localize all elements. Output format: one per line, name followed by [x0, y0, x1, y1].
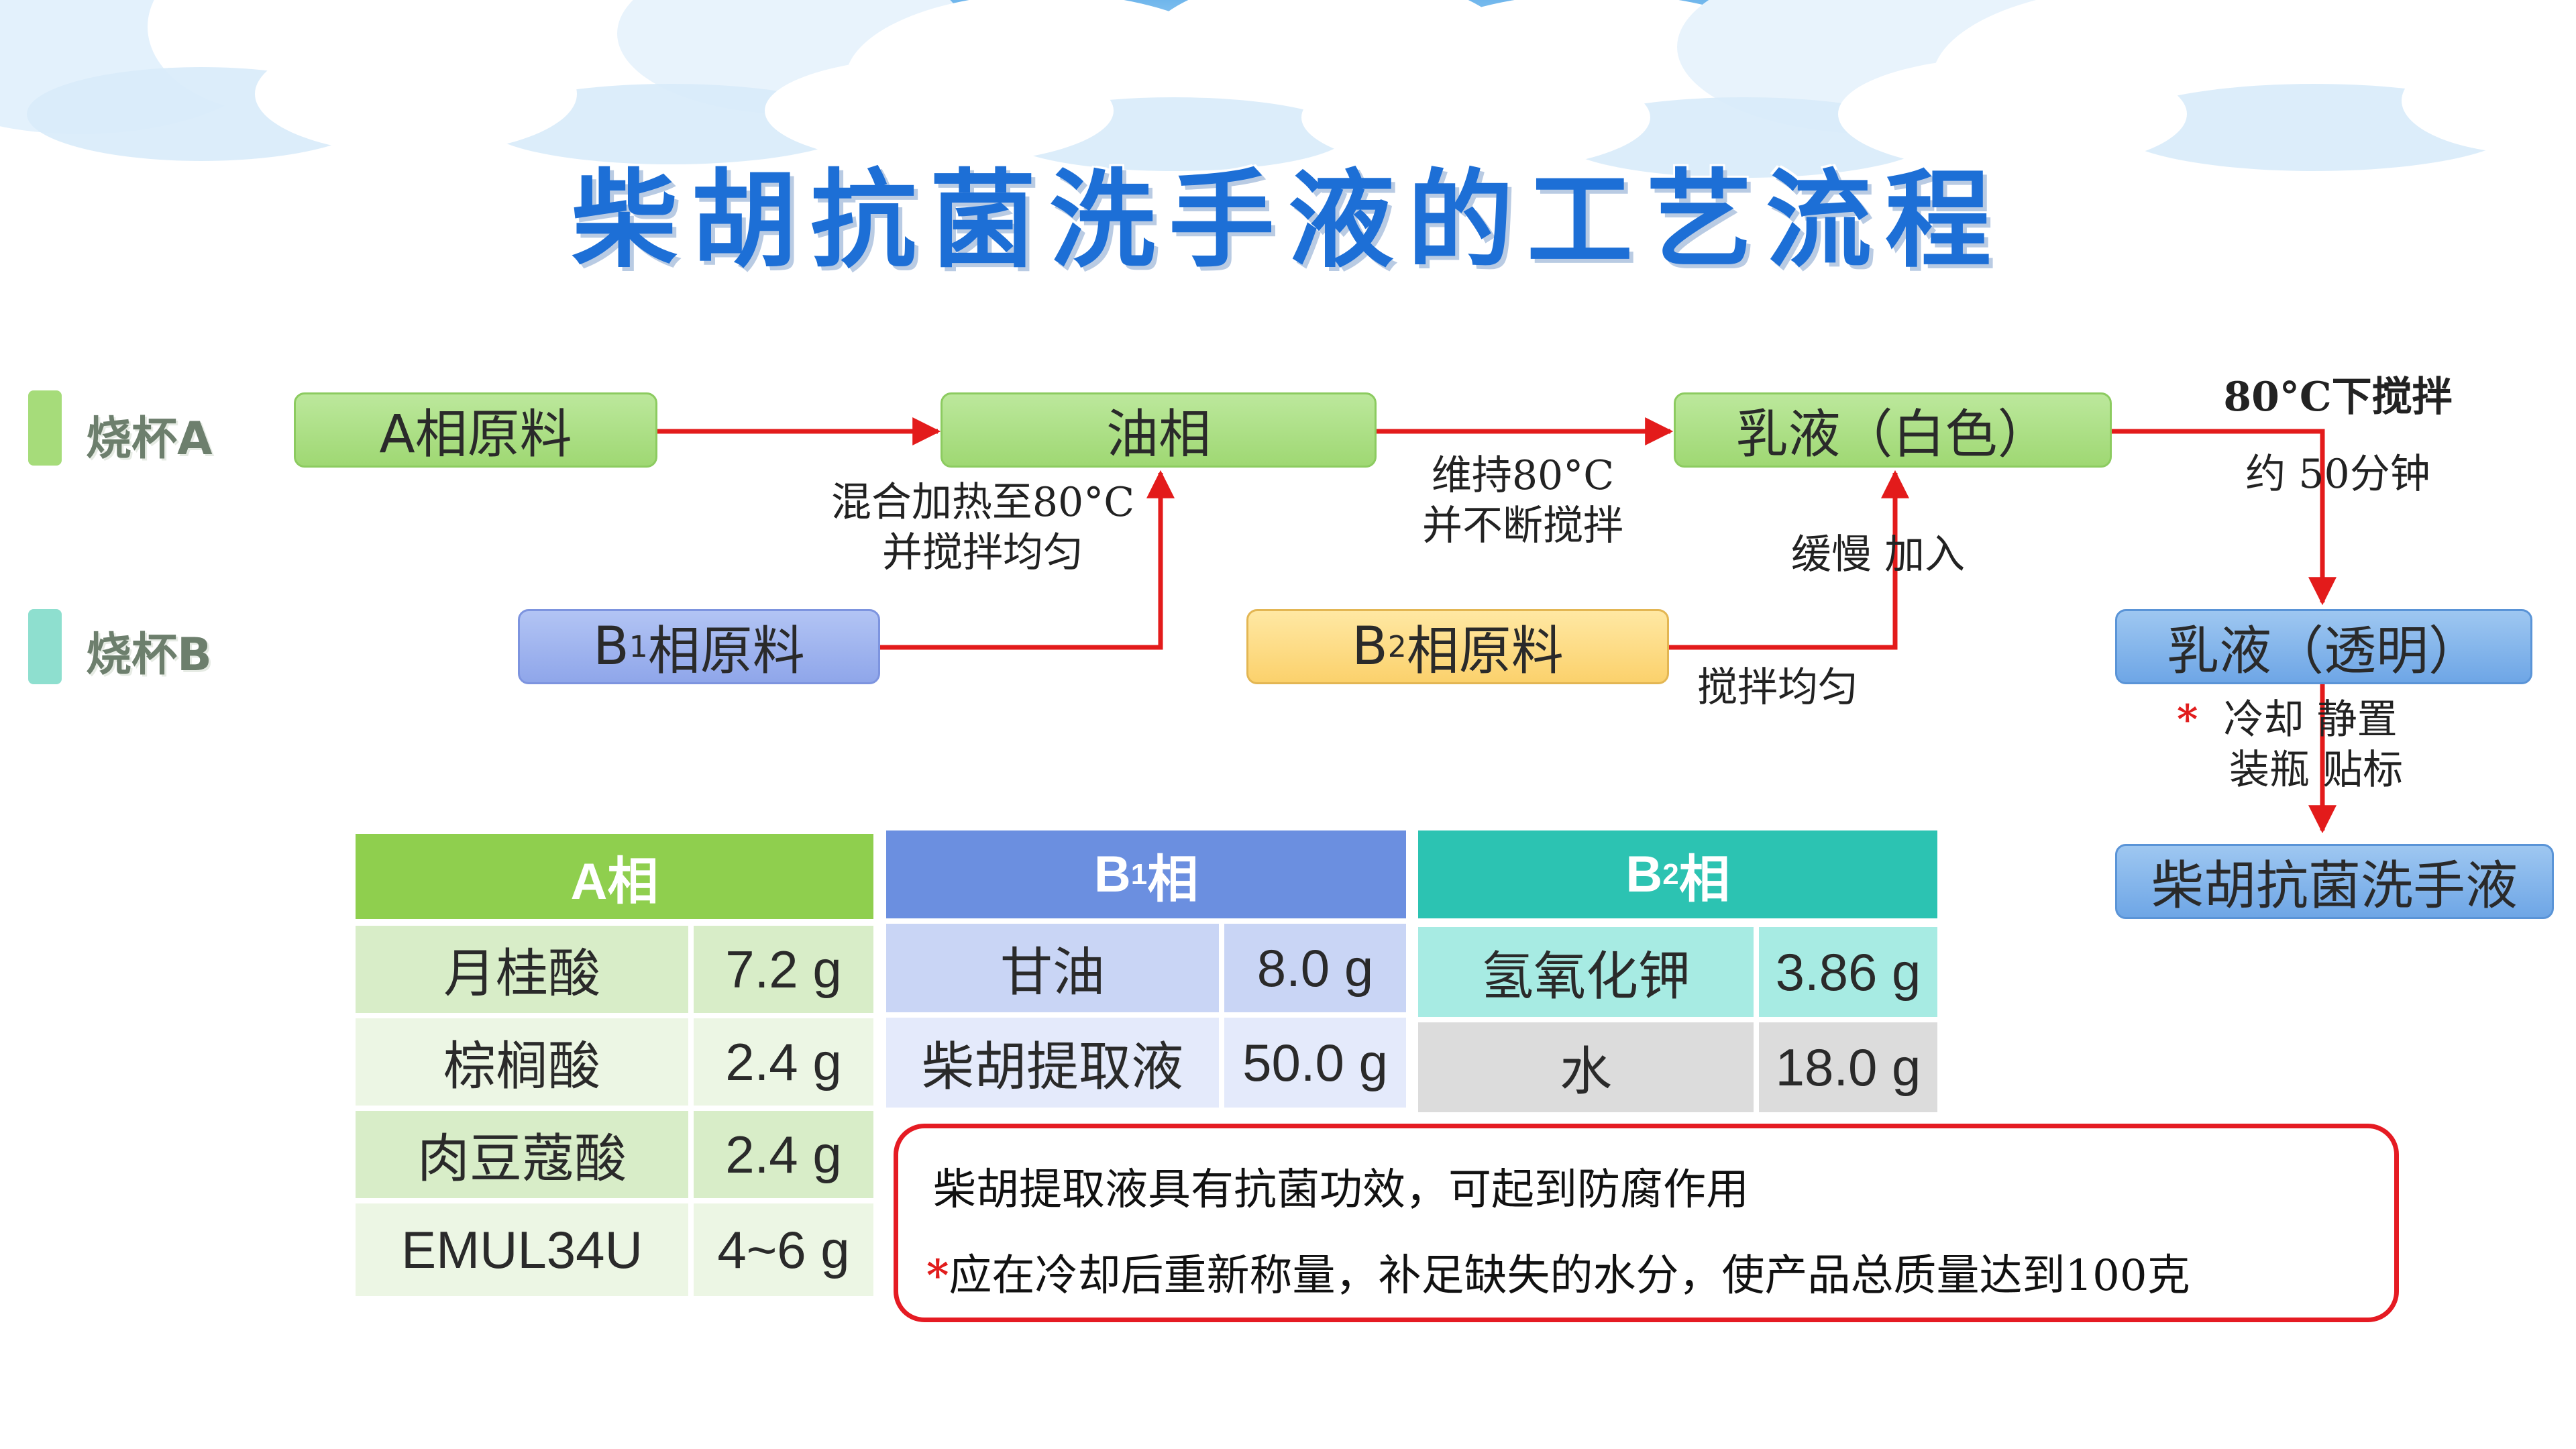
b1-raw-rest: 相原料 — [647, 621, 805, 682]
node-oil-phase: 油相 — [941, 392, 1377, 468]
table-a-name-3: EMUL34U — [356, 1203, 688, 1296]
table-a-header: A相 — [356, 834, 873, 919]
label-cool-line2: 装瓶 贴标 — [2229, 747, 2404, 794]
table-a-amount-2: 2.4 g — [694, 1111, 873, 1198]
table-b2-amount-1: 18.0 g — [1759, 1022, 1937, 1112]
label-stir-even: 搅拌均匀 — [1697, 664, 1858, 711]
label-cool-bottle: * 冷却 静置 装瓶 贴标 — [2177, 695, 2403, 796]
node-final-product: 柴胡抗菌洗手液 — [2115, 844, 2554, 919]
table-b1-name-1: 柴胡提取液 — [886, 1018, 1219, 1108]
b1-raw-subscript: 1 — [629, 629, 648, 664]
table-b2-amount-0: 3.86 g — [1759, 927, 1937, 1017]
note-asterisk: * — [926, 1250, 949, 1301]
table-b1-name-0: 甘油 — [886, 924, 1219, 1012]
table-b2-header-subscript: 2 — [1662, 857, 1679, 891]
table-a-amount-3: 4~6 g — [694, 1203, 873, 1296]
label-stir-80c-line2: 约 50分钟 — [2245, 451, 2430, 498]
node-emulsion-clear: 乳液（透明） — [2115, 609, 2532, 684]
table-a-name-1: 棕榈酸 — [356, 1018, 688, 1106]
node-a-raw-material: A相原料 — [294, 392, 657, 468]
table-a-name-0: 月桂酸 — [356, 926, 688, 1013]
arrow-b1-to-oil — [880, 470, 1175, 650]
cool-asterisk: * — [2177, 696, 2198, 743]
table-b1-header-rest: 相 — [1147, 851, 1199, 908]
table-b1-header-subscript: 1 — [1130, 857, 1148, 891]
label-keep-temp-line1: 维持80°C — [1431, 452, 1615, 499]
arrow-b2-to-emulsion — [1669, 470, 1909, 650]
table-b2-name-1: 水 — [1418, 1022, 1754, 1112]
table-b2-header-letter: B — [1625, 846, 1663, 903]
b1-raw-letter: B — [593, 616, 629, 677]
table-b1-amount-1: 50.0 g — [1224, 1018, 1406, 1108]
legend-swatch-beaker-a — [28, 390, 62, 466]
note-line-1: 柴胡提取液具有抗菌功效，可起到防腐作用 — [933, 1165, 1749, 1215]
label-mix-heat-line2: 并搅拌均匀 — [882, 529, 1083, 576]
legend-swatch-beaker-b — [28, 609, 62, 684]
label-cool-line1: * 冷却 静置 — [2177, 695, 2403, 745]
legend-label-beaker-b: 烧杯B — [86, 629, 212, 682]
b2-raw-rest: 相原料 — [1406, 621, 1564, 682]
note-box: 柴胡提取液具有抗菌功效，可起到防腐作用 *应在冷却后重新称量，补足缺失的水分，使… — [894, 1124, 2399, 1322]
label-keep-temp: 维持80°C 并不断搅拌 — [1375, 451, 1670, 551]
label-slow-add: 缓慢 加入 — [1791, 531, 1966, 578]
table-a-amount-0: 7.2 g — [694, 926, 873, 1013]
label-keep-temp-line2: 并不断搅拌 — [1422, 502, 1623, 549]
table-a-amount-1: 2.4 g — [694, 1018, 873, 1106]
table-b2-header-rest: 相 — [1678, 851, 1730, 908]
label-stir-80c-line1: 80°C下搅拌 — [2223, 374, 2453, 421]
page-title: 柴胡抗菌洗手液的工艺流程 — [572, 158, 2004, 282]
table-b1-header-letter: B — [1093, 846, 1131, 903]
legend-label-beaker-a: 烧杯A — [86, 413, 213, 466]
arrow-emulsion-to-clear — [2112, 429, 2337, 606]
cool-text: 冷却 静置 — [2223, 696, 2398, 743]
table-a-name-2: 肉豆蔻酸 — [356, 1111, 688, 1198]
table-b2-name-0: 氢氧化钾 — [1418, 927, 1754, 1017]
table-b1-amount-0: 8.0 g — [1224, 924, 1406, 1012]
b2-raw-letter: B — [1352, 616, 1388, 677]
label-mix-heat: 混合加热至80°C 并搅拌均匀 — [818, 478, 1147, 578]
note-line-2-text: 应在冷却后重新称量，补足缺失的水分，使产品总质量达到100克 — [949, 1251, 2190, 1301]
label-stir-80c: 80°C下搅拌 约 50分钟 — [2204, 372, 2472, 500]
note-line-2: *应在冷却后重新称量，补足缺失的水分，使产品总质量达到100克 — [926, 1241, 2190, 1303]
node-emulsion-white: 乳液（白色） — [1674, 392, 2112, 468]
b2-raw-subscript: 2 — [1387, 629, 1407, 664]
label-mix-heat-line1: 混合加热至80°C — [830, 479, 1135, 526]
